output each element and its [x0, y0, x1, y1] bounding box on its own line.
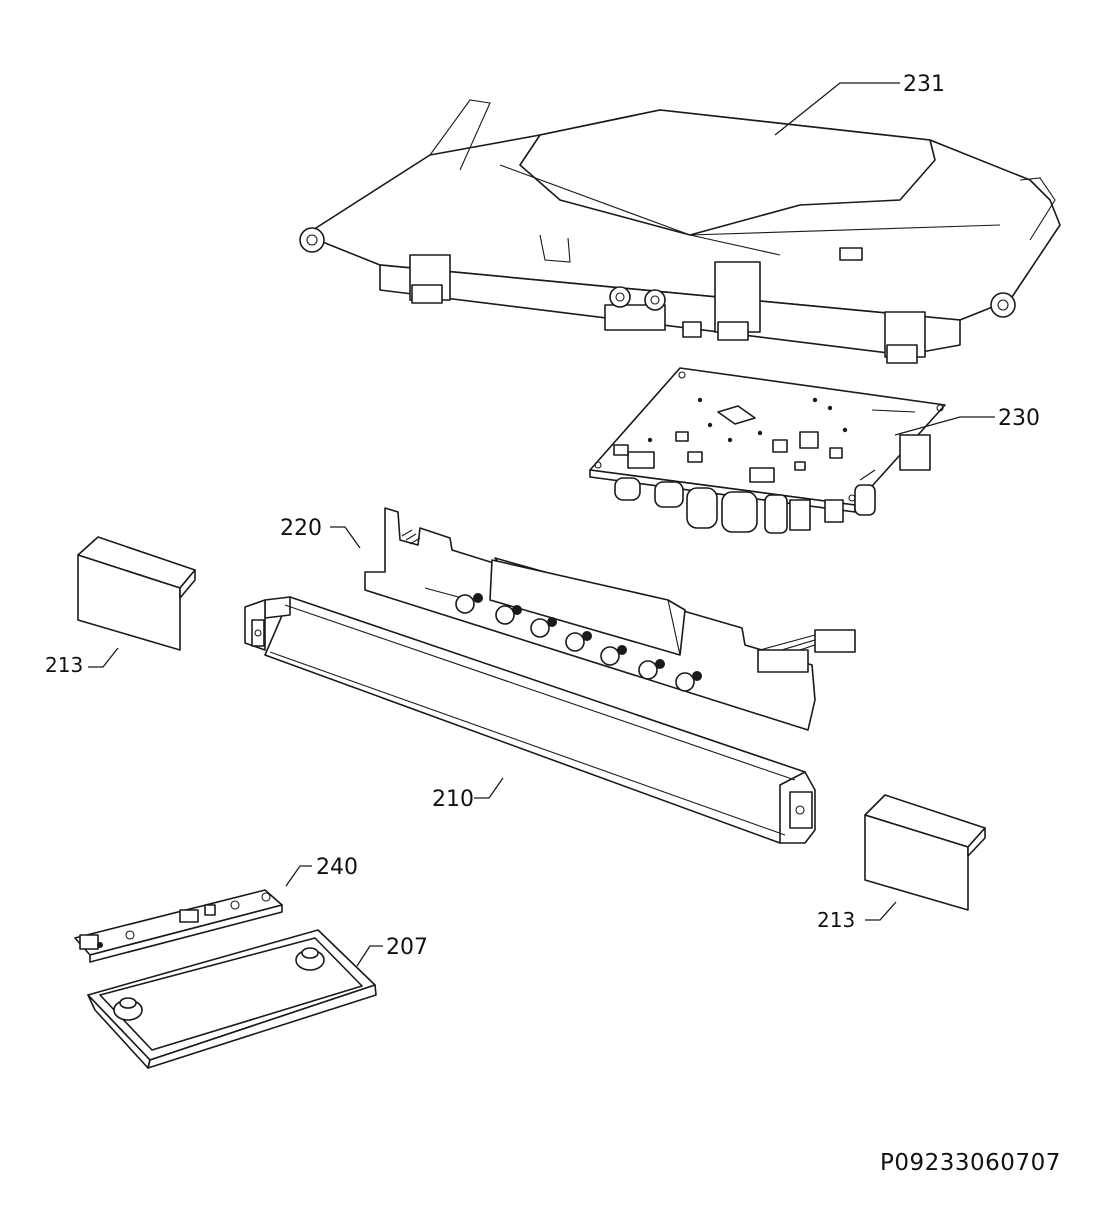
- part-207-bezel: [87, 929, 377, 1069]
- callout-230: 230: [998, 406, 1040, 431]
- part-220-control-board: [364, 507, 856, 731]
- leader-lines: [88, 82, 995, 967]
- part-213-end-cap-left: [77, 536, 196, 651]
- part-230-power-board: [589, 367, 946, 534]
- part-213-end-cap-right: [864, 794, 986, 911]
- diagram-reference-code: P09233060707: [880, 1150, 1061, 1176]
- callout-207: 207: [386, 935, 428, 960]
- part-210-front-panel: [244, 596, 816, 844]
- callout-213-right: 213: [817, 908, 855, 932]
- callout-240: 240: [316, 855, 358, 880]
- tactile-buttons: [455, 593, 702, 692]
- callout-labels: 231 230 220 213 210 213 240 207: [45, 72, 1040, 960]
- part-231-frame: [299, 99, 1061, 364]
- callout-231: 231: [903, 72, 945, 97]
- part-240-small-board: [74, 889, 283, 963]
- callout-220: 220: [280, 516, 322, 541]
- callout-213-left: 213: [45, 653, 83, 677]
- callout-210: 210: [432, 787, 474, 812]
